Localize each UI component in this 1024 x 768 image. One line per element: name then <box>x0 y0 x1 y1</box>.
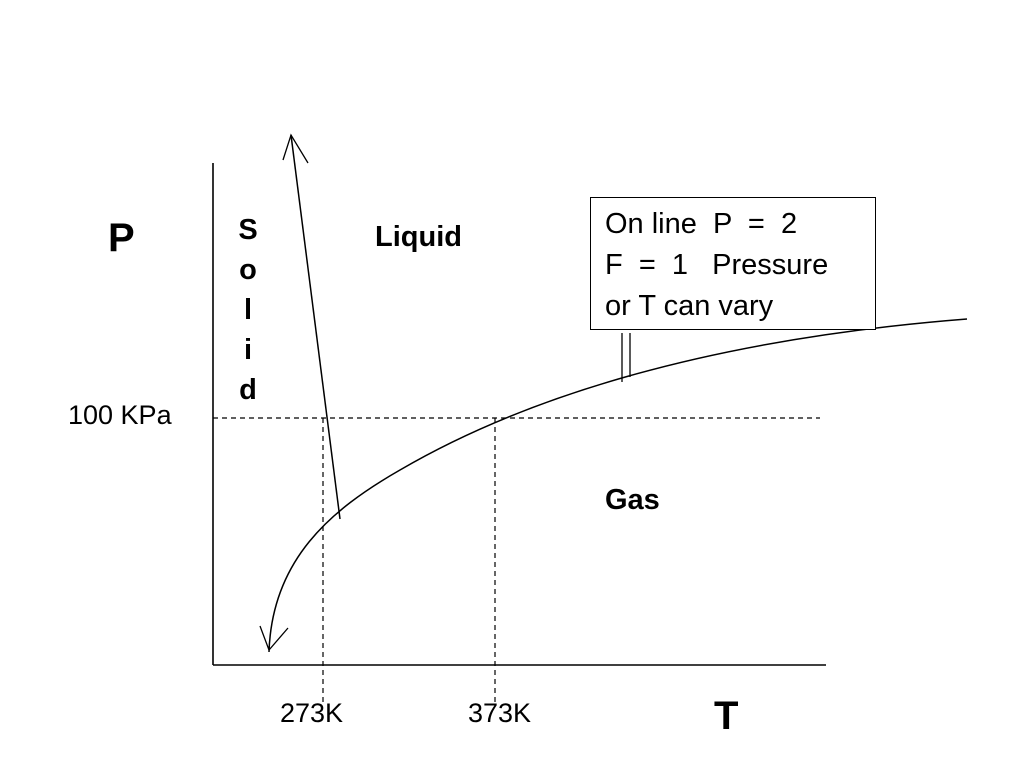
temperature-tick-373k: 373K <box>468 698 532 728</box>
pressure-tick-label: 100 KPa <box>68 400 172 430</box>
solid-letter: l <box>243 294 253 326</box>
pressure-axis-label: P <box>108 216 135 260</box>
solid-letter: S <box>238 214 258 246</box>
temperature-tick-273k: 273K <box>280 698 344 728</box>
solid-region-label: S o l i d <box>232 210 264 410</box>
phase-rule-note-box: On line P = 2 F = 1 Pressure or T can va… <box>590 197 876 330</box>
temperature-axis-label: T <box>714 694 739 738</box>
liquid-region-label: Liquid <box>375 221 462 253</box>
solid-letter: o <box>239 254 257 286</box>
note-line: On line P = 2 <box>605 208 798 240</box>
gas-region-label: Gas <box>605 484 660 516</box>
solid-liquid-boundary-line <box>290 134 341 520</box>
vapor-curve-arrowhead <box>259 625 289 652</box>
note-line: F = 1 Pressure <box>605 249 829 281</box>
note-line: or T can vary <box>605 290 774 322</box>
solid-letter: d <box>239 374 257 406</box>
solid-liquid-arrowhead <box>282 133 309 164</box>
vapor-pressure-curve <box>268 318 968 653</box>
solid-letter: i <box>243 334 253 366</box>
